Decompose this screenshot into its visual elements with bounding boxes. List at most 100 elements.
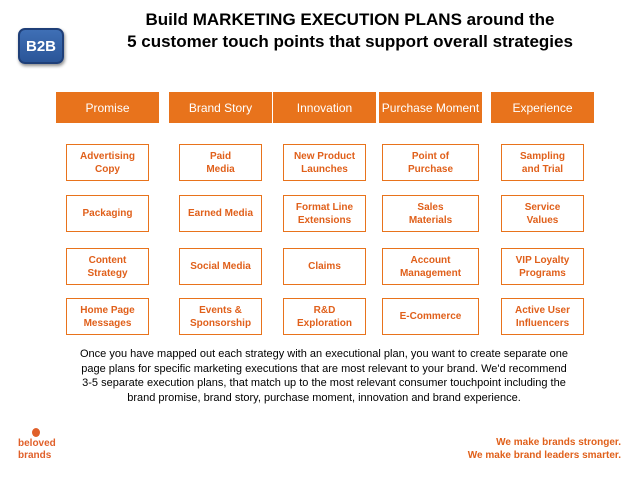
execution-box-line: R&D [313, 304, 336, 316]
execution-box-line: Purchase [407, 163, 454, 175]
logo-word-2: brands [18, 450, 52, 461]
execution-box-line: Values [526, 214, 559, 226]
logo-dot-icon [32, 428, 40, 437]
paragraph-line-4: brand promise, brand story, purchase mom… [127, 391, 521, 404]
description-paragraph: Once you have mapped out each strategy w… [66, 347, 582, 405]
execution-box-line: Management [399, 267, 462, 279]
execution-box-line: Events & [199, 304, 242, 316]
execution-box-line: Paid [209, 150, 232, 162]
execution-box-line: Sponsorship [189, 317, 252, 329]
execution-box-line: VIP Loyalty [515, 254, 570, 266]
column-header: Promise [56, 92, 159, 123]
execution-box-line: Content [88, 254, 127, 266]
execution-box-line: Home Page [80, 304, 135, 316]
execution-box-line: Service [524, 201, 561, 213]
paragraph-line-3: 3-5 separate execution plans, that match… [82, 377, 566, 389]
column-header: Brand Story [169, 92, 272, 123]
execution-box: Events &Sponsorship [179, 298, 262, 335]
execution-box-line: and Trial [521, 163, 564, 175]
execution-box-line: Social Media [190, 261, 251, 272]
b2b-badge: B2B [18, 28, 64, 64]
execution-box-line: Extensions [297, 214, 352, 226]
column-header: Experience [491, 92, 594, 123]
execution-box-line: Packaging [82, 208, 133, 219]
execution-box-line: Account [410, 254, 451, 266]
execution-box-line: Active User [514, 304, 571, 316]
execution-box-text: E-Commerce [400, 310, 462, 323]
execution-box-line: Copy [94, 163, 120, 175]
execution-box-line: Strategy [87, 267, 128, 279]
execution-box-text: Social Media [190, 260, 251, 273]
execution-box-line: Point of [411, 150, 450, 162]
execution-box-line: Programs [519, 267, 566, 279]
execution-box-line: New Product [293, 150, 356, 162]
execution-box-text: Earned Media [188, 207, 253, 220]
tagline-line-2: We make brand leaders smarter. [467, 450, 621, 461]
execution-box-line: Format Line [295, 201, 354, 213]
beloved-brands-logo: beloved brands [18, 428, 78, 461]
execution-box: Social Media [179, 248, 262, 285]
execution-box-line: Earned Media [187, 208, 254, 219]
title-line-2: 5 customer touch points that support ove… [127, 32, 573, 51]
execution-box: Earned Media [179, 195, 262, 232]
title-line-1: Build MARKETING EXECUTION PLANS around t… [145, 10, 555, 29]
execution-box-line: Sampling [519, 150, 565, 162]
execution-box: E-Commerce [382, 298, 479, 335]
execution-box: Packaging [66, 195, 149, 232]
execution-box-text: Packaging [82, 207, 132, 220]
execution-box-text: Claims [308, 260, 341, 273]
logo-word-1: beloved [18, 438, 56, 449]
execution-box-line: Exploration [296, 317, 352, 329]
execution-box-line: Sales [417, 201, 444, 213]
execution-box-line: Materials [408, 214, 453, 226]
execution-box-line: Media [206, 163, 235, 175]
paragraph-line-2: page plans for specific marketing execut… [81, 362, 567, 375]
tagline: We make brands stronger. We make brand l… [468, 436, 621, 462]
execution-box: Claims [283, 248, 366, 285]
column-header: Innovation [273, 92, 376, 123]
page-title: Build MARKETING EXECUTION PLANS around t… [90, 9, 610, 53]
tagline-line-1: We make brands stronger. [496, 437, 621, 448]
execution-box-line: E-Commerce [399, 311, 462, 322]
execution-box-line: Advertising [79, 150, 135, 162]
execution-box-line: Launches [301, 163, 348, 175]
execution-box-line: Messages [83, 317, 132, 329]
paragraph-line-1: Once you have mapped out each strategy w… [80, 348, 568, 360]
execution-box-text: Events &Sponsorship [190, 304, 251, 330]
execution-box-line: Influencers [515, 317, 570, 329]
execution-box-line: Claims [308, 261, 341, 272]
